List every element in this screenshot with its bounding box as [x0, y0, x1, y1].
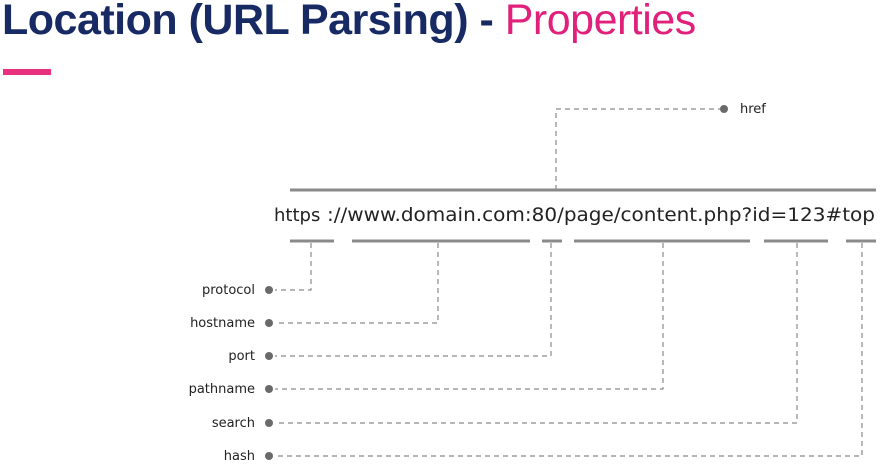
title-main: Location (URL Parsing) -: [2, 0, 505, 44]
pathname-connector: [275, 243, 664, 390]
href-dot: [720, 105, 728, 113]
hostname-connector: [275, 243, 439, 324]
accent-bar: [3, 69, 51, 75]
protocol-label: protocol: [202, 283, 255, 298]
hash-connector: [275, 243, 863, 457]
url-protocol-text: https: [274, 205, 320, 226]
slide-title: Location (URL Parsing) - Properties: [2, 0, 696, 45]
pathname-label: pathname: [189, 382, 255, 397]
search-connector: [275, 243, 798, 424]
hash-label: hash: [224, 449, 255, 464]
port-dot: [265, 352, 273, 360]
hostname-label: hostname: [190, 316, 255, 331]
search-label: search: [212, 416, 255, 431]
protocol-dot: [265, 286, 273, 294]
hash-dot: [265, 452, 273, 460]
url-rest-text: ://www.domain.com:80/page/content.php?id…: [327, 204, 875, 226]
port-connector: [275, 243, 552, 357]
pathname-dot: [265, 385, 273, 393]
search-dot: [265, 419, 273, 427]
href-connector: [555, 108, 722, 190]
title-sub: Properties: [504, 0, 696, 44]
hostname-dot: [265, 319, 273, 327]
port-label: port: [228, 349, 255, 364]
protocol-connector: [275, 243, 312, 291]
href-label: href: [740, 102, 766, 117]
